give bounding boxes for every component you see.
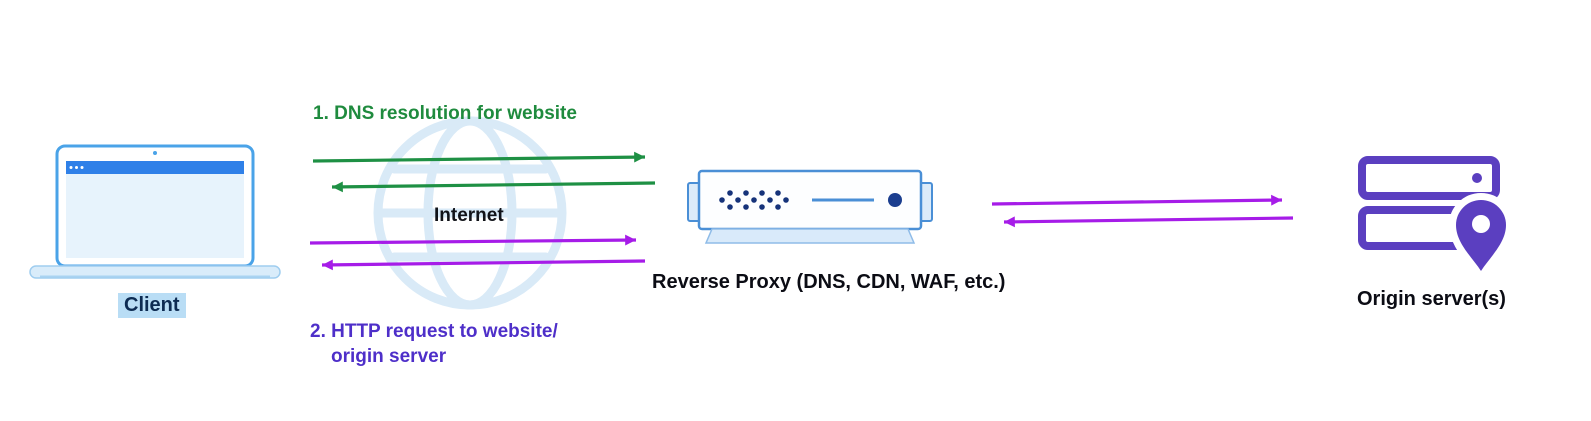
proxy-origin-arrows [991,194,1294,228]
client-label: Client [118,293,186,318]
step2-http-label-line2: origin server [331,346,447,367]
location-pin-icon [1449,193,1513,278]
reverse-proxy-icon [687,169,933,244]
http-request-arrows [309,234,646,271]
internet-globe-icon [373,116,567,310]
reverse-proxy-label: Reverse Proxy (DNS, CDN, WAF, etc.) [652,271,1006,293]
proxy-dot-pattern [719,190,789,210]
step2-http-label-line1: 2. HTTP request to website/ [310,321,558,342]
origin-server-label: Origin server(s) [1357,288,1506,310]
internet-label: Internet [434,205,504,226]
step1-dns-label: 1. DNS resolution for website [313,103,577,124]
origin-server-icon [1358,156,1513,278]
dns-resolution-arrows [312,151,656,193]
laptop-icon [29,144,281,279]
